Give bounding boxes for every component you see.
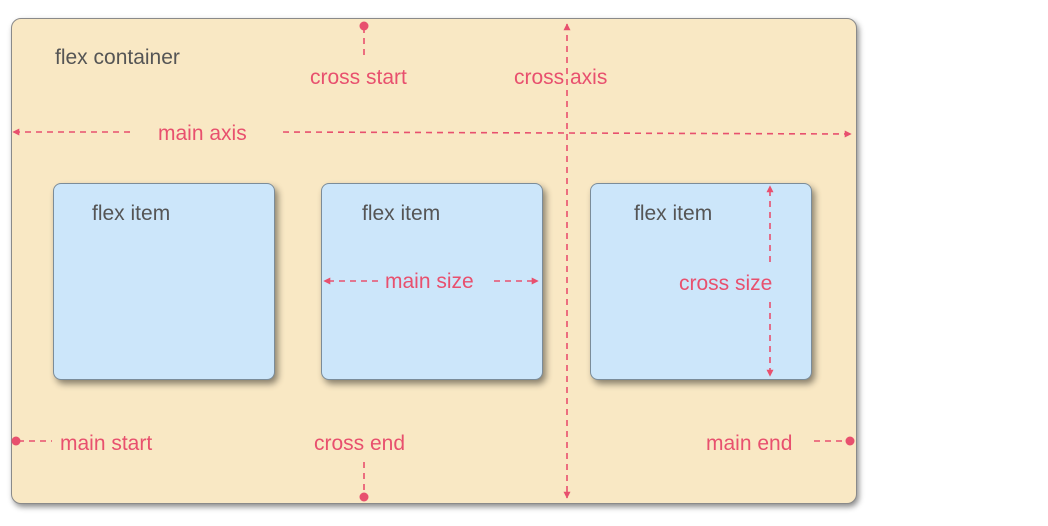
main-start-label: main start [60,432,153,455]
cross-size-label: cross size [679,272,773,295]
main-axis-right-arrow [282,130,852,138]
cross-end-label: cross end [314,432,406,455]
flex-item-1-label: flex item [92,202,171,225]
flex-item-3 [590,183,812,380]
cross-start-dot [359,21,369,31]
main-size-label: main size [385,270,474,293]
flex-item-2-label: flex item [362,202,441,225]
cross-start-label: cross start [310,66,407,89]
main-end-label: main end [706,432,793,455]
main-start-dot [11,436,21,446]
container-label: flex container [55,46,180,69]
cross-end-dot [359,492,369,502]
flex-item-3-label: flex item [634,202,713,225]
main-end-dot [845,436,855,446]
cross-axis-label: cross axis [514,66,608,89]
flex-item-1 [53,183,275,380]
main-axis-label: main axis [158,122,247,145]
